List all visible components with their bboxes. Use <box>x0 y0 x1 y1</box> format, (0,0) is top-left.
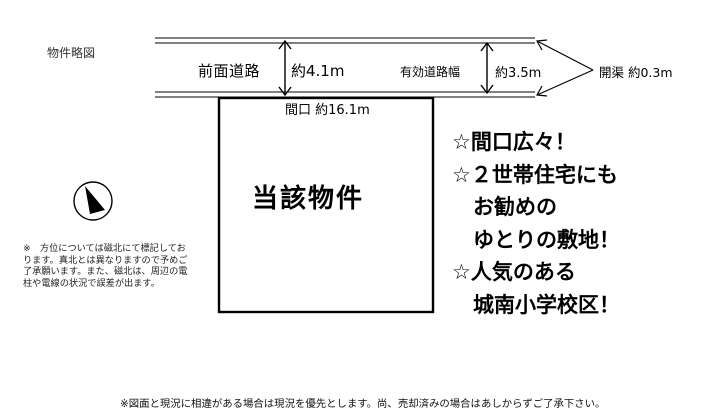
lot-outline <box>217 96 435 314</box>
gutter-label: 開渠 約0.3m <box>599 65 673 80</box>
effective-width-value: 約3.5m <box>495 66 542 81</box>
front-road-label: 前面道路 <box>198 62 261 80</box>
feature-item: ☆間口広々！ <box>452 130 576 154</box>
compass-note: ※ 方位については磁北にて標記しております。真北とは異なりますので予めご了承願い… <box>23 243 188 290</box>
feature-item: 城南小学校区！ <box>452 292 620 317</box>
road-width-dimension <box>278 39 292 97</box>
feature-item: ☆人気のある <box>452 260 576 284</box>
north-arrow-compass-icon <box>73 181 113 221</box>
feature-item: ☆２世帯住宅にも <box>452 162 618 187</box>
front-road-width: 約4.1m <box>291 62 345 80</box>
footer-note: ※図面と現況に相違がある場合は現況を優先とします。尚、売却済みの場合はあしからず… <box>120 398 606 410</box>
feature-list: ☆間口広々！ ☆２世帯住宅にも お勧めの ゆとりの敷地！ ☆人気のある 城南小学… <box>452 126 620 321</box>
effective-width-label: 有効道路幅 <box>400 65 461 79</box>
gutter-leader-arrows <box>536 39 594 97</box>
feature-item: ゆとりの敷地！ <box>452 227 620 252</box>
feature-item: お勧めの <box>452 195 557 219</box>
effective-width-dimension <box>480 41 494 95</box>
subject-property-label: 当該物件 <box>252 184 365 214</box>
frontage-label: 間口 約16.1m <box>285 103 370 118</box>
diagram-title: 物件略図 <box>47 46 96 60</box>
